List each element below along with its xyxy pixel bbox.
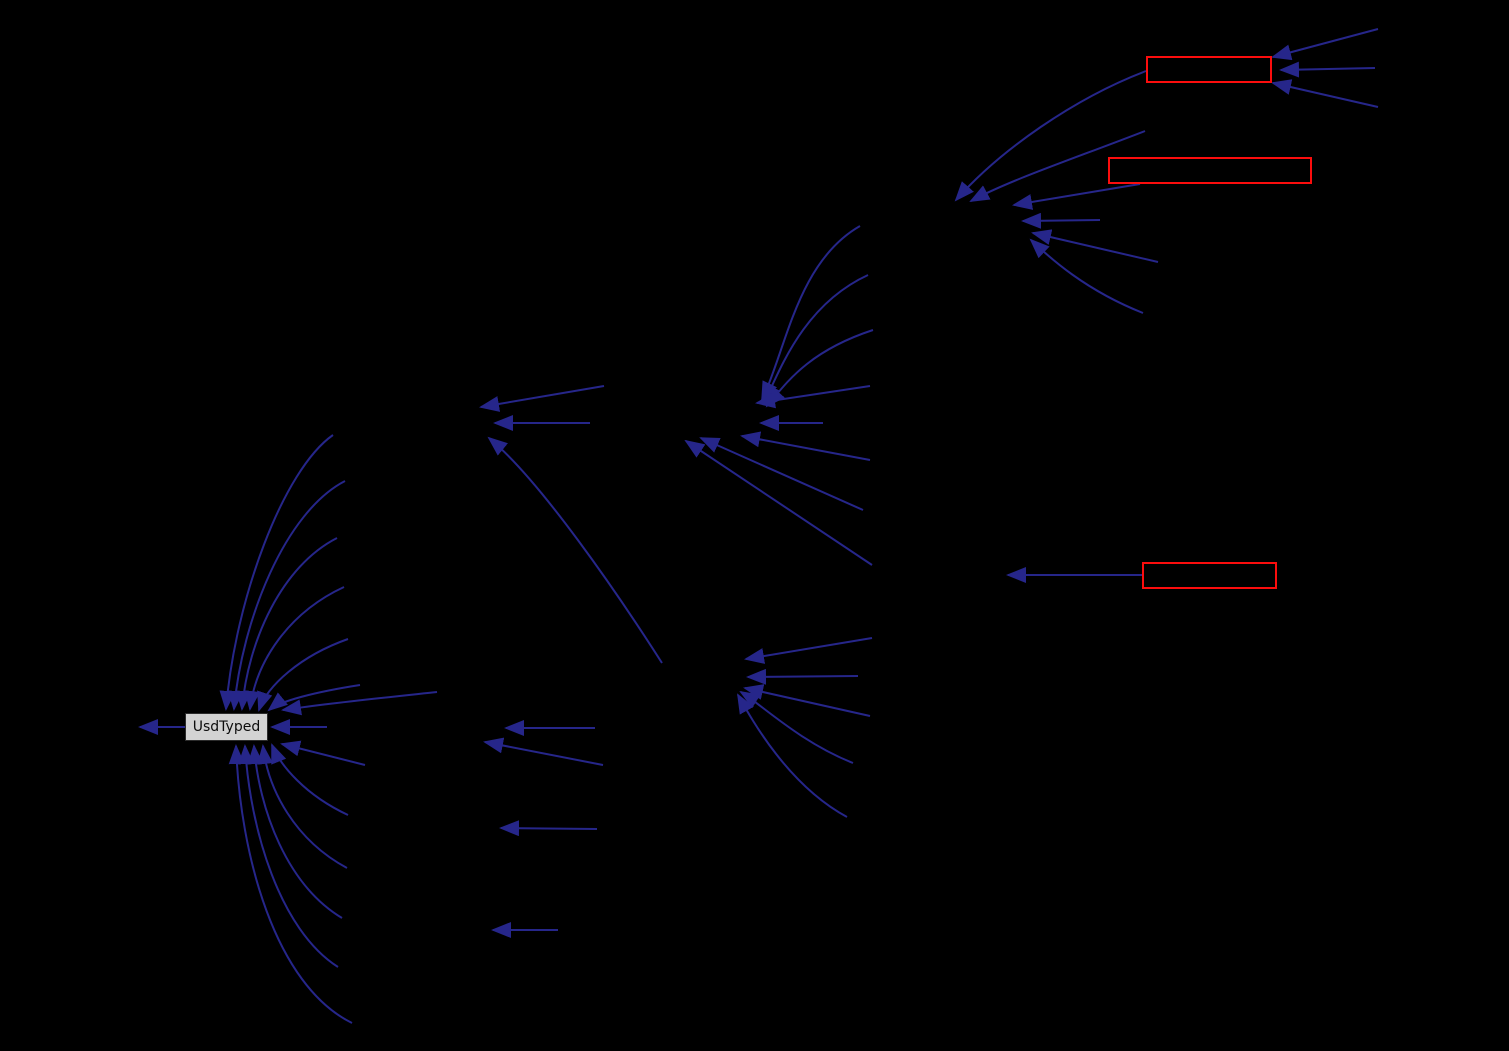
inheritance-edge — [755, 385, 871, 409]
inheritance-edge — [281, 691, 438, 716]
inheritance-edge — [271, 743, 349, 816]
inheritance-edge — [699, 437, 864, 511]
node-truncated-top[interactable] — [1146, 56, 1272, 83]
inheritance-edge — [219, 434, 334, 711]
inheritance-edge — [1279, 61, 1376, 78]
node-truncated-mid[interactable] — [1108, 157, 1312, 184]
inheritance-edge — [227, 480, 346, 711]
inheritance-edge — [267, 684, 361, 712]
node-usdtyped[interactable]: UsdTyped — [185, 713, 268, 741]
inheritance-edge — [257, 744, 348, 869]
inheritance-edge — [483, 737, 604, 766]
inheritance-edge — [761, 225, 861, 402]
inheritance-edge — [763, 274, 869, 405]
inheritance-edge — [969, 130, 1146, 202]
inheritance-edge — [238, 744, 339, 968]
inheritance-edge — [1029, 238, 1144, 314]
inheritance-edge — [1031, 229, 1159, 263]
inheritance-edge — [1021, 212, 1101, 229]
inheritance-edge — [744, 637, 873, 664]
inheritance-edge — [1271, 28, 1379, 61]
inheritance-edge — [954, 70, 1147, 202]
inheritance-edge — [280, 740, 366, 766]
inheritance-edge — [740, 431, 871, 461]
inheritance-edge — [746, 668, 859, 685]
inheritance-edge — [684, 439, 873, 566]
inheritance-edge — [487, 436, 663, 664]
inheritance-edge — [737, 693, 848, 818]
inheritance-edge — [1012, 183, 1141, 210]
inheritance-edge — [257, 638, 349, 712]
inheritance-edge — [247, 744, 343, 919]
inheritance-edge — [244, 586, 345, 711]
inheritance-edge — [235, 537, 338, 711]
inheritance-edge — [228, 744, 353, 1024]
inheritance-edge — [499, 820, 598, 837]
inheritance-edge — [743, 684, 871, 717]
inheritance-edge — [479, 385, 605, 412]
inheritance-edge — [1271, 79, 1379, 108]
node-truncated-low[interactable] — [1142, 562, 1277, 589]
